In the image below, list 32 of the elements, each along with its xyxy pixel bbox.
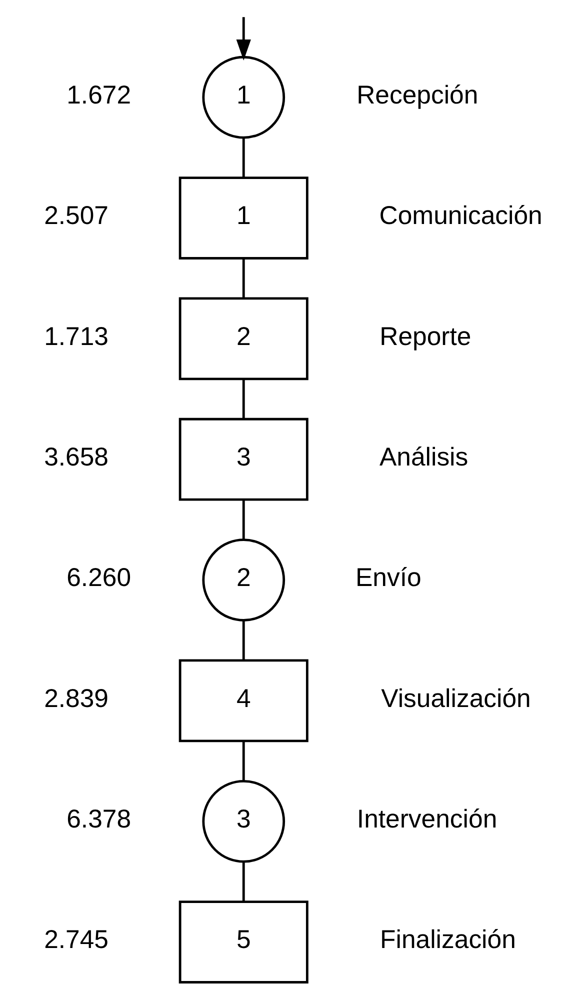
connector xyxy=(242,862,245,901)
connector xyxy=(242,740,245,780)
node-label: Análisis xyxy=(379,442,468,471)
node-label: 1.672 xyxy=(66,80,132,109)
node-label: 3.658 xyxy=(44,442,108,471)
node-circle: 2 xyxy=(202,538,286,621)
node-box: 3 xyxy=(178,417,308,500)
node-box: 5 xyxy=(178,900,308,983)
node-label: 2.745 xyxy=(44,926,108,954)
node-label: 6.378 xyxy=(66,804,132,833)
node-box: 4 xyxy=(178,658,308,742)
connector xyxy=(242,378,245,418)
node-label: Intervención xyxy=(356,804,498,833)
node-label: Reporte xyxy=(380,322,472,350)
node-label: Recepción xyxy=(356,80,478,109)
connector xyxy=(242,138,245,177)
node-label: Envío xyxy=(356,564,422,592)
node-circle: 3 xyxy=(202,779,286,862)
node-label: 6.260 xyxy=(66,564,132,592)
node-circle: 1 xyxy=(202,55,286,138)
node-label: 2.507 xyxy=(44,202,108,230)
connector xyxy=(242,620,245,660)
node-label: Finalización xyxy=(380,926,516,954)
node-label: 2.839 xyxy=(44,684,108,712)
node-box: 1 xyxy=(178,176,308,259)
node-label: 1.713 xyxy=(44,322,108,350)
node-box: 2 xyxy=(178,296,308,380)
node-label: Visualización xyxy=(381,684,531,712)
arrow xyxy=(236,16,251,60)
connector xyxy=(242,500,245,539)
node-label: Comunicación xyxy=(379,202,542,230)
connector xyxy=(242,258,245,298)
